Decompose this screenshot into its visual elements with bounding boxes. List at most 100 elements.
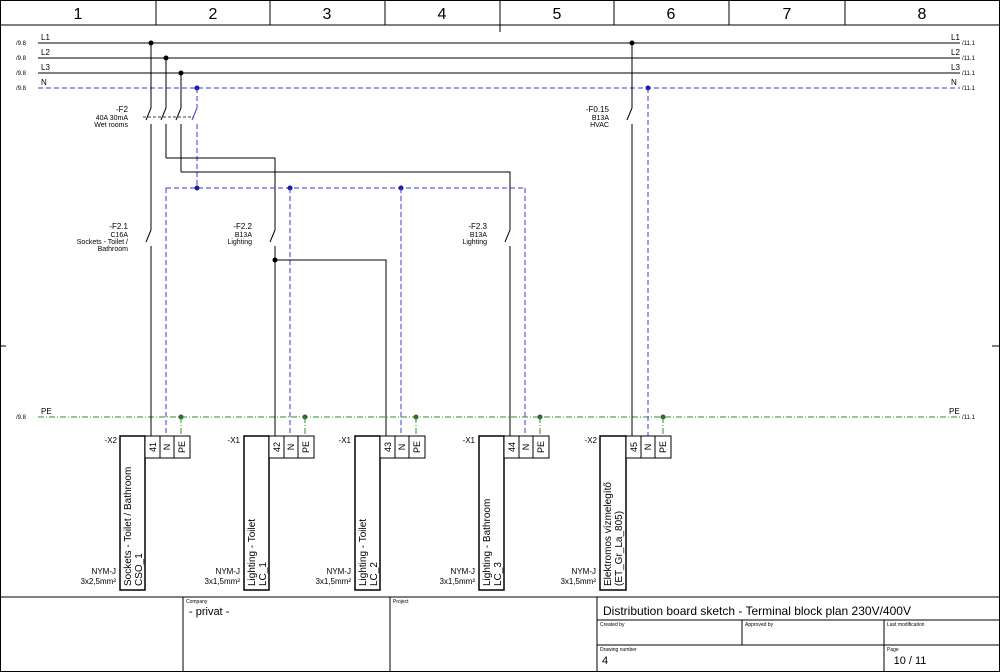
cable-size: 3x2,5mm² — [80, 577, 116, 586]
cable-size: 3x1,5mm² — [315, 577, 351, 586]
svg-text:HVAC: HVAC — [590, 122, 609, 129]
approved-by-label: Approved by — [745, 622, 774, 628]
circuit-id: LC_3 — [493, 562, 504, 586]
terminal-block: -X1 44 N PE Lighting - Bathroom LC_3 NYM… — [439, 435, 550, 591]
svg-text:N: N — [286, 444, 296, 451]
svg-text:L1: L1 — [41, 33, 50, 42]
svg-text:PE: PE — [949, 407, 960, 416]
terminal-strip-label: -X1 — [463, 436, 476, 445]
svg-text:PE: PE — [301, 441, 311, 453]
column-number: 4 — [438, 6, 447, 23]
column-dividers — [155, 0, 846, 32]
svg-text:-F2.2: -F2.2 — [233, 222, 252, 231]
svg-text:/9.8: /9.8 — [16, 86, 27, 92]
project-label: Project — [393, 599, 409, 605]
svg-text:/9.8: /9.8 — [16, 41, 27, 47]
svg-text:-F2.1: -F2.1 — [109, 222, 128, 231]
terminal-number: 41 — [148, 442, 158, 452]
svg-text:/9.8: /9.8 — [16, 56, 27, 62]
svg-text:Sockets - Toilet /: Sockets - Toilet / — [77, 239, 128, 246]
circuit-id: LC_2 — [369, 562, 380, 586]
column-number: 2 — [209, 6, 218, 23]
svg-text:PE: PE — [412, 441, 422, 453]
column-number: 6 — [667, 6, 676, 23]
svg-text:PE: PE — [536, 441, 546, 453]
svg-text:C16A: C16A — [110, 232, 128, 239]
created-by-label: Created by — [600, 622, 625, 628]
svg-text:N: N — [41, 78, 47, 87]
breaker-f2-1: -F2.1 C16A Sockets - Toilet / Bathroom — [77, 150, 152, 436]
terminal-strip-label: -X1 — [339, 436, 352, 445]
circuit-id: LC_1 — [258, 562, 269, 586]
svg-text:N: N — [162, 444, 172, 451]
last-modification-label: Last modification — [887, 622, 925, 628]
svg-text:-F2.3: -F2.3 — [468, 222, 487, 231]
column-number: 3 — [323, 6, 332, 23]
terminal-strip-label: -X1 — [228, 436, 241, 445]
svg-text:N: N — [397, 444, 407, 451]
terminal-block: -X1 43 N PE Lighting - Toilet LC_2 NYM-J… — [315, 435, 426, 591]
svg-text:/9.8: /9.8 — [16, 415, 27, 421]
svg-text:L2: L2 — [41, 48, 50, 57]
column-number: 1 — [74, 6, 83, 23]
terminal-number: 43 — [383, 442, 393, 452]
svg-text:Bathroom: Bathroom — [98, 246, 129, 253]
drawing-number: 4 — [602, 655, 608, 667]
circuit-description: Lighting - Toilet — [247, 519, 258, 586]
column-number: 8 — [918, 6, 927, 23]
terminal-number: 44 — [507, 442, 517, 452]
cable-type: NYM-J — [216, 567, 240, 576]
column-numbers: 1 2 3 4 5 6 7 8 — [74, 6, 927, 23]
svg-text:N: N — [951, 78, 957, 87]
breaker-f2-3: -F2.3 B13A Lighting — [462, 222, 511, 436]
cable-type: NYM-J — [327, 567, 351, 576]
page-label: Page — [887, 647, 899, 653]
circuit-id: CSO_1 — [134, 553, 145, 586]
circuit-description: Elektromos vízmelegítő — [603, 482, 614, 586]
drawing-title: Distribution board sketch - Terminal blo… — [603, 604, 911, 618]
column-number: 5 — [553, 6, 562, 23]
svg-text:40A 30mA: 40A 30mA — [96, 115, 129, 122]
svg-text:Lighting: Lighting — [462, 239, 487, 246]
company-name: - privat - — [189, 606, 230, 618]
terminal-strip-label: -X2 — [105, 436, 118, 445]
svg-text:Lighting: Lighting — [227, 239, 252, 246]
svg-text:Wet rooms: Wet rooms — [94, 122, 128, 129]
drawing-number-label: Drawing number — [600, 647, 637, 653]
svg-text:/9.8: /9.8 — [16, 71, 27, 77]
rcd-f2-wiring — [143, 40, 200, 188]
terminal-block: -X2 45 N PE Elektromos vízmelegítő (ET_G… — [560, 435, 672, 591]
circuit-description: Lighting - Toilet — [358, 519, 369, 586]
terminal-number: 42 — [272, 442, 282, 452]
svg-text:L1: L1 — [951, 33, 960, 42]
svg-text:L3: L3 — [41, 63, 50, 72]
pe-drops — [178, 414, 666, 436]
breaker-f0-15: -F0.15 B13A HVAC — [586, 40, 651, 436]
svg-text:N: N — [643, 444, 653, 451]
svg-text:PE: PE — [177, 441, 187, 453]
svg-text:/11.1: /11.1 — [962, 86, 976, 92]
svg-text:-F2: -F2 — [116, 105, 129, 114]
svg-text:/11.1: /11.1 — [962, 41, 976, 47]
svg-text:N: N — [521, 444, 531, 451]
sub-distribution-wiring — [165, 157, 526, 436]
circuit-description: Lighting - Bathroom — [482, 499, 493, 586]
terminal-block: -X2 41 N PE Sockets - Toilet / Bathroom … — [80, 435, 191, 591]
bus-labels: /9.8 L1 L1 /11.1 /9.8 L2 L2 /11.1 /9.8 L… — [16, 33, 976, 421]
terminal-strip-label: -X2 — [585, 436, 598, 445]
cable-size: 3x1,5mm² — [439, 577, 475, 586]
svg-text:/11.1: /11.1 — [962, 71, 976, 77]
cable-type: NYM-J — [572, 567, 596, 576]
cable-type: NYM-J — [451, 567, 475, 576]
circuit-description: Sockets - Toilet / Bathroom — [123, 467, 134, 586]
svg-text:B13A: B13A — [235, 232, 252, 239]
breaker-f2-2: -F2.2 B13A Lighting — [227, 222, 387, 436]
bus-bars — [38, 42, 960, 418]
svg-text:/11.1: /11.1 — [962, 56, 976, 62]
column-number: 7 — [783, 6, 792, 23]
cable-size: 3x1,5mm² — [204, 577, 240, 586]
svg-text:/11.1: /11.1 — [962, 415, 976, 421]
terminal-number: 45 — [629, 442, 639, 452]
cable-size: 3x1,5mm² — [560, 577, 596, 586]
